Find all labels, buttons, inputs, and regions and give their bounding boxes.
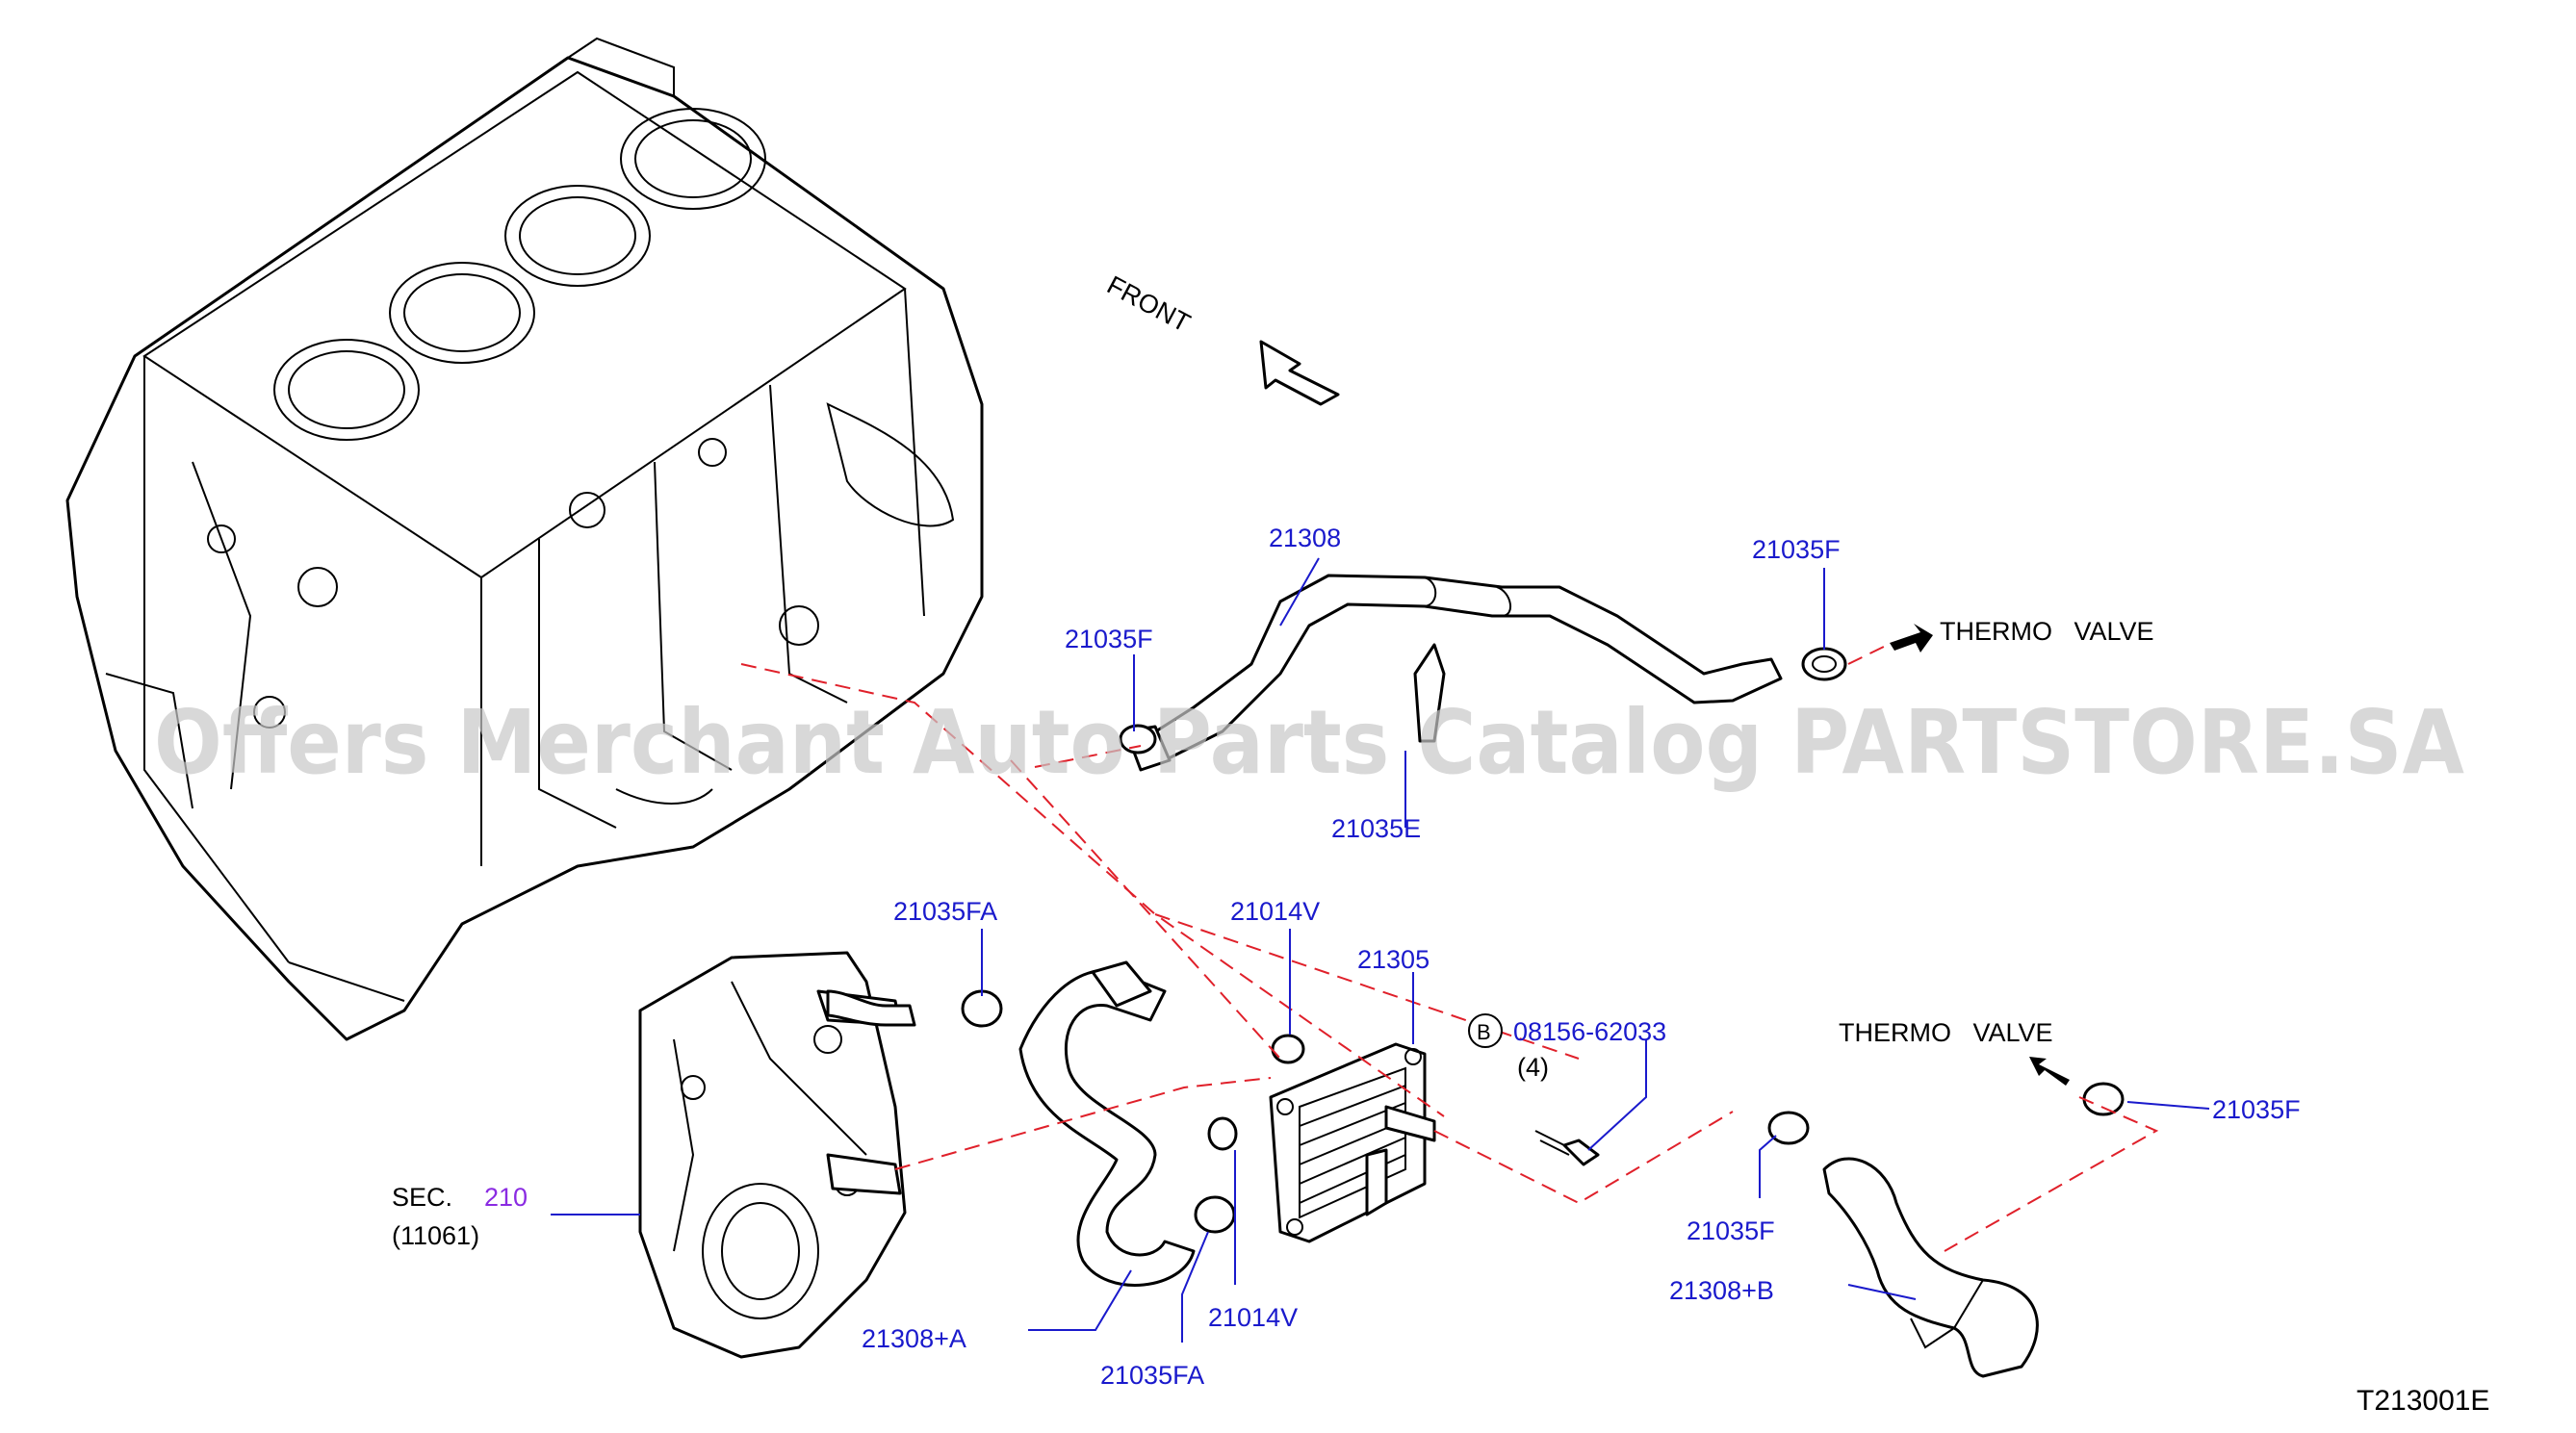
section-prefix: SEC. bbox=[392, 1183, 452, 1212]
label-21014V-bottom: 21014V bbox=[1208, 1303, 1298, 1332]
hose-21308A-drawing bbox=[1018, 960, 1196, 1287]
label-21035FA-top: 21035FA bbox=[893, 897, 997, 926]
label-21035F-top-left: 21035F bbox=[1065, 625, 1153, 653]
label-21308: 21308 bbox=[1269, 524, 1341, 552]
o-ring-top bbox=[1271, 1034, 1305, 1064]
section-code: (11061) bbox=[392, 1221, 479, 1250]
label-21035FA-bottom: 21035FA bbox=[1100, 1361, 1204, 1390]
label-21305: 21305 bbox=[1357, 945, 1430, 974]
oil-cooler-21305-drawing bbox=[1269, 1042, 1436, 1243]
label-21308A: 21308+A bbox=[862, 1324, 966, 1353]
hose-21308B-drawing bbox=[1822, 1157, 2039, 1378]
label-21035F-mid: 21035F bbox=[1687, 1216, 1775, 1245]
thermo-valve-right-label: THERMO VALVE bbox=[1839, 1018, 2053, 1047]
clamp-21035F-mid-drawing bbox=[1767, 1111, 1810, 1145]
clamp-21035F-right-drawing bbox=[2082, 1082, 2125, 1116]
bolt-callout-circle bbox=[1468, 1013, 1503, 1048]
label-08156-62033: 08156-62033 bbox=[1513, 1017, 1666, 1046]
thermo-arrow-top bbox=[1890, 624, 1933, 653]
label-21035F-right: 21035F bbox=[2212, 1095, 2301, 1124]
clamp-21035F-top-right-drawing bbox=[1801, 647, 1847, 681]
bolt-drawing bbox=[1534, 1130, 1600, 1166]
assembly-lines bbox=[740, 642, 2159, 1252]
thermo-valve-top-label: THERMO VALVE bbox=[1940, 617, 2154, 646]
clamp-21035FA-top-drawing bbox=[961, 989, 1003, 1028]
engine-block-drawing bbox=[65, 37, 984, 1041]
o-ring-bottom bbox=[1207, 1116, 1238, 1151]
label-bolt-qty: (4) bbox=[1517, 1053, 1549, 1082]
section-number: 210 bbox=[484, 1183, 528, 1212]
label-21035F-top-right: 21035F bbox=[1752, 535, 1841, 564]
clamp-21035E-drawing bbox=[1413, 643, 1446, 743]
label-21014V-top: 21014V bbox=[1230, 897, 1320, 926]
pipe-drawing bbox=[826, 989, 916, 1027]
front-arrow: FRONT bbox=[1102, 270, 1340, 406]
front-label: FRONT bbox=[1102, 270, 1195, 338]
bolt-callout-letter: B bbox=[1477, 1020, 1491, 1044]
label-21035E: 21035E bbox=[1331, 814, 1421, 843]
thermo-arrow-right bbox=[2029, 1057, 2070, 1086]
diagram-code: T213001E bbox=[2357, 1385, 2489, 1417]
clamp-21035F-top-left-drawing bbox=[1119, 724, 1157, 755]
clamp-21035FA-bottom-drawing bbox=[1194, 1195, 1236, 1234]
label-21308B: 21308+B bbox=[1669, 1276, 1774, 1305]
watermark: Offers Merchant Auto Parts Catalog PARTS… bbox=[154, 691, 2464, 794]
leader-lines bbox=[551, 557, 2210, 1343]
